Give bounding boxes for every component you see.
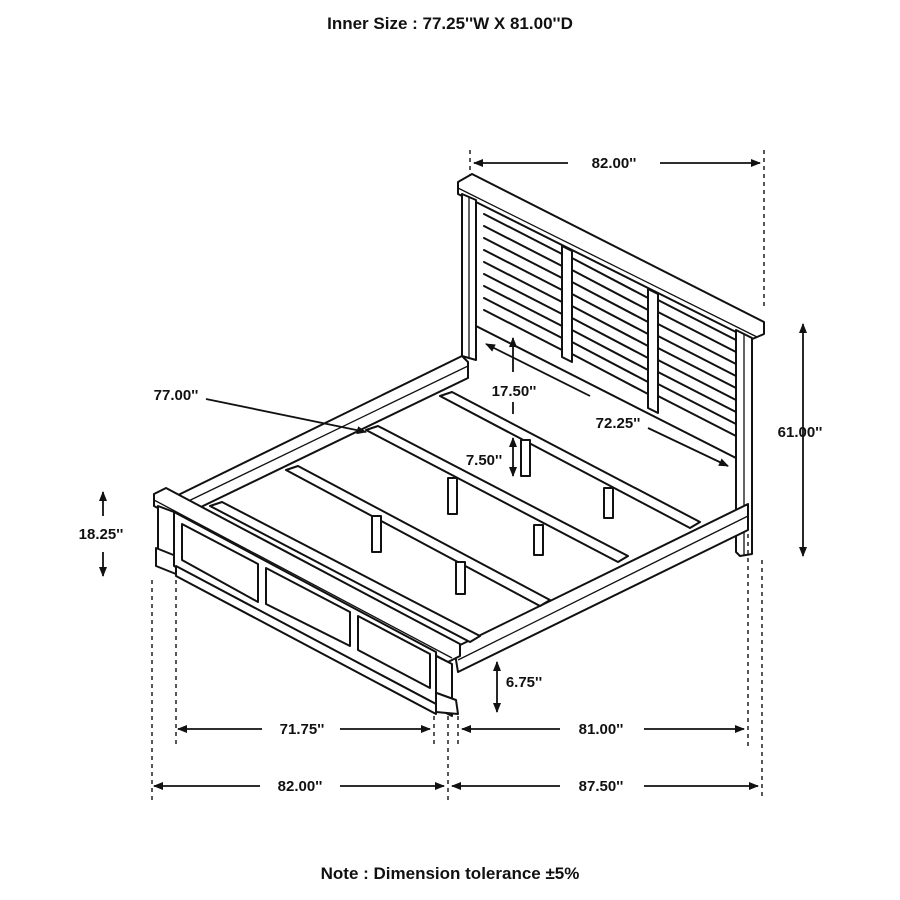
headboard-louvers-middle <box>571 257 649 395</box>
headboard-louvers-right <box>657 299 737 437</box>
dim-label-overall-length: 87.50'' <box>579 778 624 795</box>
dim-slat-spacing: 7.50'' <box>466 437 517 477</box>
dim-side-rail-length: 77.00'' <box>154 387 367 435</box>
slat-1 <box>439 391 701 529</box>
footboard-right-post-base <box>433 691 459 715</box>
slats <box>209 391 701 643</box>
dim-label-side-rail-length: 77.00'' <box>154 387 199 404</box>
headboard-divider-2 <box>647 288 659 414</box>
slat-3 <box>285 465 551 607</box>
dim-label-footboard-inner-width: 71.75'' <box>280 721 325 738</box>
dim-label-headboard-width: 82.00'' <box>592 155 637 172</box>
dim-overall-length: 87.50'' <box>451 778 759 795</box>
headboard <box>457 173 765 557</box>
dim-label-footboard-height: 18.25'' <box>79 526 124 543</box>
footboard-top-cap <box>153 487 461 663</box>
right-side-rail <box>453 503 749 673</box>
footboard-bottom-rail <box>175 565 437 715</box>
dim-label-inner-depth: 81.00'' <box>579 721 624 738</box>
slat-support-legs <box>371 439 614 595</box>
side-rails <box>167 355 749 673</box>
dim-overall-width: 82.00'' <box>153 778 445 795</box>
slat-2 <box>365 425 629 563</box>
headboard-top-cap <box>457 173 765 341</box>
dim-panel-height: 17.50'' <box>492 337 537 414</box>
dim-label-slat-spacing: 7.50'' <box>466 452 502 469</box>
dim-footboard-height: 18.25'' <box>79 491 124 577</box>
tolerance-note: Note : Dimension tolerance ±5% <box>320 864 580 883</box>
dim-label-headboard-inner-width: 72.25'' <box>596 415 641 432</box>
dim-headboard-height: 61.00'' <box>778 323 823 557</box>
dim-headboard-width: 82.00'' <box>469 150 765 310</box>
footboard <box>153 487 461 717</box>
headboard-divider-1 <box>561 245 573 363</box>
dim-label-rail-height: 6.75'' <box>506 674 542 691</box>
dim-inner-depth: 81.00'' <box>461 721 745 738</box>
slat-4 <box>209 501 481 643</box>
dim-extension-lines <box>151 534 763 800</box>
dim-rail-height: 6.75'' <box>493 661 542 713</box>
dim-headboard-inner-width: 72.25'' <box>485 343 729 467</box>
dim-footboard-inner-width: 71.75'' <box>177 721 431 738</box>
dim-label-headboard-height: 61.00'' <box>778 424 823 441</box>
dim-label-panel-height: 17.50'' <box>492 383 537 400</box>
dim-label-overall-width: 82.00'' <box>278 778 323 795</box>
inner-size-title: Inner Size : 77.25''W X 81.00''D <box>327 14 573 33</box>
headboard-louvers-left <box>483 213 563 351</box>
